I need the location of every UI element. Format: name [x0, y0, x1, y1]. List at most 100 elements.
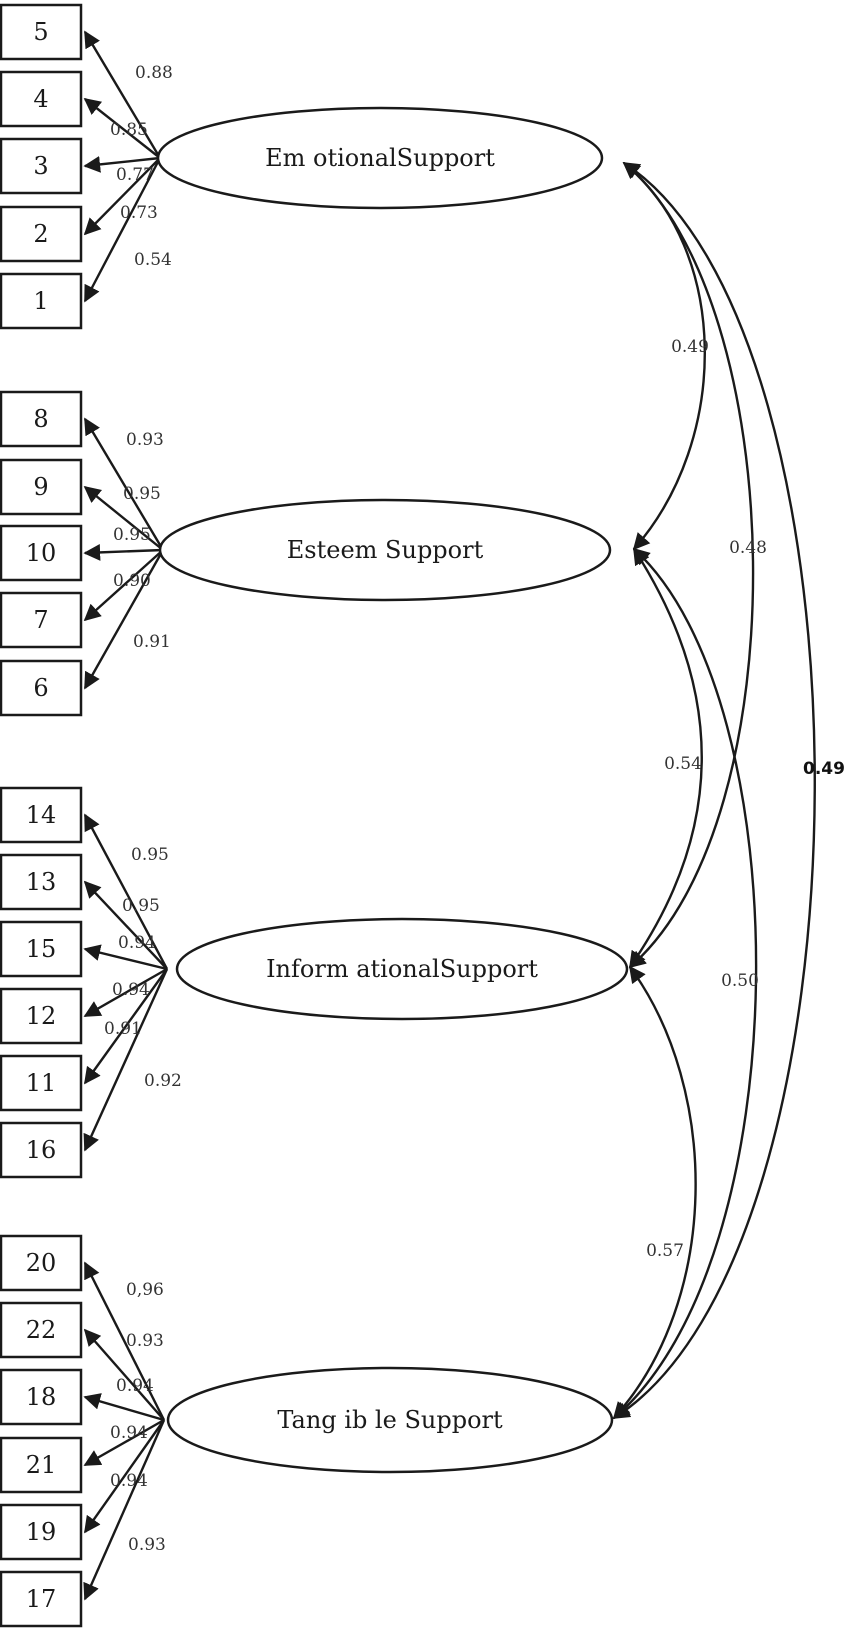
- latent-factor-label: Em otionalSupport: [265, 144, 495, 172]
- loading-arrow: [83, 968, 169, 1152]
- indicator-box: 18: [0, 1368, 83, 1426]
- loading-value: 0.94: [118, 933, 156, 953]
- loading-value: 0.95: [113, 525, 151, 545]
- indicator-box: 16: [0, 1121, 83, 1179]
- indicator-label: 14: [26, 801, 57, 829]
- loading-arrow: [83, 1419, 166, 1601]
- loading-value: 0.77: [116, 165, 154, 185]
- loading-arrow: [83, 156, 161, 173]
- correlation-curve: [622, 161, 755, 969]
- loading-arrow: [83, 157, 161, 236]
- indicator-box: 7: [0, 591, 83, 649]
- loading-arrow: [83, 485, 164, 551]
- indicator-box: 5: [0, 3, 83, 61]
- loading-value: 0.95: [123, 484, 161, 504]
- loading-value: 0.95: [131, 845, 169, 865]
- latent-factor-label: Tang ib le Support: [277, 1406, 503, 1434]
- loading-value: 0.91: [133, 632, 171, 652]
- loading-value: 0.73: [120, 203, 158, 223]
- loading-arrow: [83, 549, 165, 690]
- loading-arrow: [83, 544, 164, 561]
- indicator-label: 20: [26, 1249, 57, 1277]
- loading-arrow: [84, 968, 168, 1085]
- latent-factor-ellipse: [156, 106, 604, 210]
- indicator-box: 22: [0, 1301, 83, 1359]
- loading-arrow: [83, 880, 168, 970]
- indicator-box: 9: [0, 458, 83, 516]
- indicator-box: 17: [0, 1570, 83, 1628]
- loading-value: 0.91: [104, 1019, 142, 1039]
- loading-arrow: [83, 30, 162, 159]
- correlation-curve: [612, 547, 758, 1420]
- loading-arrow: [83, 417, 165, 551]
- loading-arrow: [83, 967, 168, 1018]
- indicator-box: 6: [0, 659, 83, 717]
- indicator-box: 1: [0, 272, 83, 330]
- indicator-label: 5: [33, 18, 48, 46]
- loading-value: 0.92: [144, 1071, 182, 1091]
- indicator-label: 16: [26, 1136, 57, 1164]
- indicator-label: 11: [26, 1069, 57, 1097]
- indicator-box: 8: [0, 390, 83, 448]
- correlation-value: 0.49: [671, 337, 709, 357]
- loading-value: 0.94: [110, 1471, 148, 1491]
- indicator-label: 1: [33, 287, 48, 315]
- indicator-box: 20: [0, 1234, 83, 1292]
- correlation-value: 0.49: [803, 759, 845, 779]
- loading-value: 0.93: [128, 1535, 166, 1555]
- loading-value: 0.95: [122, 896, 160, 916]
- loading-arrow: [83, 1261, 166, 1421]
- indicator-label: 21: [26, 1451, 57, 1479]
- indicator-label: 19: [26, 1518, 57, 1546]
- indicator-label: 18: [26, 1383, 57, 1411]
- indicator-box: 10: [0, 524, 83, 582]
- indicator-box: 4: [0, 70, 83, 128]
- correlation-value: 0.50: [721, 971, 759, 991]
- latent-factor-ellipse: [175, 917, 629, 1021]
- latent-factor-label: Inform ationalSupport: [266, 955, 538, 983]
- indicator-label: 10: [26, 539, 57, 567]
- loading-arrow: [83, 1393, 165, 1422]
- indicator-label: 2: [33, 220, 48, 248]
- indicator-box: 15: [0, 920, 83, 978]
- indicator-label: 12: [26, 1002, 57, 1030]
- indicator-label: 9: [33, 473, 48, 501]
- loading-arrow: [83, 157, 162, 303]
- loading-arrow: [83, 1328, 165, 1421]
- loading-arrow: [83, 549, 164, 622]
- latent-factor-label: Esteem Support: [287, 536, 484, 564]
- correlation-value: 0.57: [646, 1241, 684, 1261]
- loading-value: 0.88: [135, 63, 173, 83]
- loading-value: 0.93: [126, 1331, 164, 1351]
- loading-arrow: [83, 813, 169, 970]
- loading-arrow: [83, 1418, 165, 1467]
- loading-value: 0.94: [110, 1423, 148, 1443]
- loading-value: 0.90: [113, 571, 151, 591]
- indicator-box: 19: [0, 1503, 83, 1561]
- loading-arrow: [83, 944, 168, 971]
- correlation-curve: [629, 547, 703, 969]
- indicator-label: 15: [26, 935, 57, 963]
- correlation-value: 0.54: [664, 754, 702, 774]
- indicator-box: 14: [0, 786, 83, 844]
- indicator-box: 12: [0, 987, 83, 1045]
- loading-value: 0.94: [112, 980, 150, 1000]
- indicator-label: 13: [26, 868, 57, 896]
- indicator-label: 6: [33, 674, 48, 702]
- indicator-box: 21: [0, 1436, 83, 1494]
- indicator-label: 7: [33, 606, 48, 634]
- latent-factor-ellipse: [158, 498, 612, 602]
- indicator-label: 4: [33, 85, 48, 113]
- loading-arrow: [83, 97, 161, 159]
- indicator-box: 13: [0, 853, 83, 911]
- correlation-value: 0.48: [729, 538, 767, 558]
- indicator-label: 3: [33, 152, 48, 180]
- loading-value: 0.54: [134, 250, 172, 270]
- correlation-curve: [612, 161, 816, 1420]
- loading-value: 0.94: [116, 1376, 154, 1396]
- indicator-label: 8: [33, 405, 48, 433]
- correlation-curve: [612, 965, 697, 1420]
- latent-factor-ellipse: [166, 1366, 614, 1474]
- indicator-box: 2: [0, 205, 83, 263]
